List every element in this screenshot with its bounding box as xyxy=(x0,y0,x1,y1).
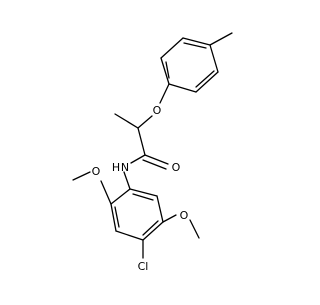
bond xyxy=(168,83,197,93)
bond xyxy=(123,171,131,190)
bond xyxy=(165,61,170,79)
bond xyxy=(142,159,167,170)
bond xyxy=(110,203,117,232)
bond xyxy=(72,171,91,181)
bond xyxy=(160,57,170,85)
bond xyxy=(137,115,153,129)
bond xyxy=(160,37,184,59)
bond xyxy=(130,154,146,164)
bond xyxy=(209,32,233,46)
carbonyl-oxygen-label: O xyxy=(172,161,181,174)
bond xyxy=(183,42,207,49)
bond xyxy=(142,220,159,236)
bond xyxy=(114,206,120,228)
chlorine-label: Cl xyxy=(138,260,149,273)
atom-labels: O O N H O O Cl xyxy=(92,104,189,273)
bonds xyxy=(72,32,233,259)
bond xyxy=(129,188,158,197)
left-methoxy-oxygen-label: O xyxy=(92,165,101,178)
bond xyxy=(100,180,112,205)
molecule-canvas: O O N H O O Cl xyxy=(72,32,233,273)
molecule-structure: O O N H O O Cl xyxy=(72,32,233,273)
ether-oxygen-label: O xyxy=(153,104,162,117)
bond xyxy=(156,195,164,223)
bond xyxy=(162,214,177,223)
nitrogen-hydrogen-label: H xyxy=(112,161,120,174)
nitrogen-label: N xyxy=(121,161,129,174)
bond xyxy=(182,37,211,46)
bond xyxy=(144,154,169,165)
bond xyxy=(110,188,131,205)
bond xyxy=(114,113,139,129)
bond xyxy=(137,127,146,156)
bond xyxy=(142,221,164,241)
bond xyxy=(115,230,144,241)
bond xyxy=(132,193,154,201)
bond xyxy=(195,70,215,88)
bond xyxy=(159,83,170,104)
right-methoxy-oxygen-label: O xyxy=(180,209,189,222)
bond xyxy=(209,44,219,73)
bond xyxy=(195,71,219,93)
bond xyxy=(189,219,200,239)
